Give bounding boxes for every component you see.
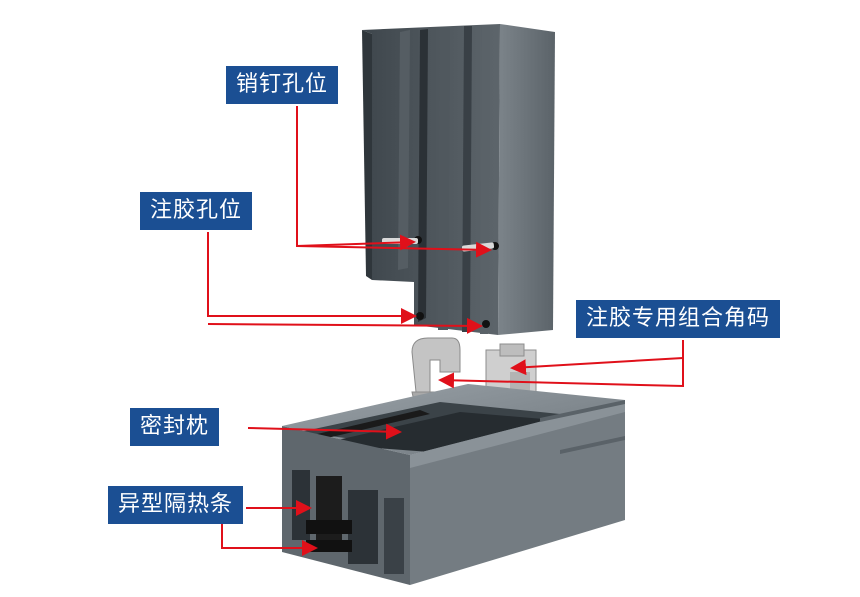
horizontal-profile	[282, 384, 625, 585]
label-corner-connector: 注胶专用组合角码	[576, 300, 781, 338]
arrow-seal-pillow	[247, 423, 402, 440]
arrow-corner-connector	[438, 340, 684, 389]
leader-lines	[207, 106, 684, 556]
arrow-glue-hole	[207, 232, 417, 324]
label-seal-pillow: 密封枕	[130, 408, 220, 446]
arrow-pin-hole-2	[296, 241, 492, 258]
arrow-corner-connector-2	[510, 357, 684, 376]
arrow-glue-hole-2	[207, 317, 483, 334]
vertical-profile	[362, 24, 555, 335]
label-thermal-strip: 异型隔热条	[108, 486, 244, 524]
label-glue-hole: 注胶孔位	[140, 192, 253, 230]
arrow-thermal-strip-2	[221, 522, 318, 556]
label-pin-hole: 销钉孔位	[226, 66, 339, 104]
